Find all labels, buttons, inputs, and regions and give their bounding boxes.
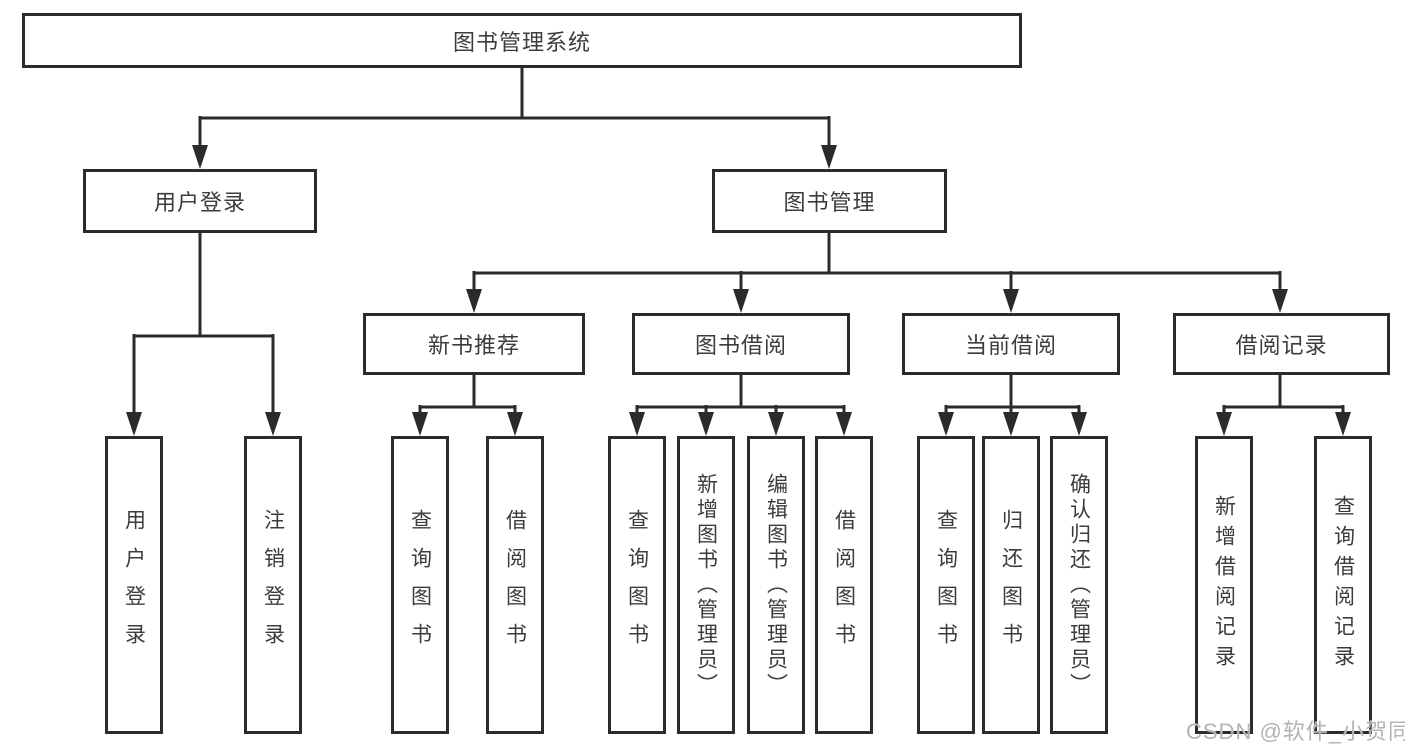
- node-current-borrowing: 当前借阅: [902, 313, 1120, 375]
- node-return-books: 归还图书: [982, 436, 1040, 734]
- node-user-login-leaf: 用户登录: [105, 436, 163, 734]
- node-label: 借阅图书: [832, 509, 856, 661]
- arrowhead-icon: [192, 145, 208, 169]
- node-user-login: 用户登录: [83, 169, 317, 233]
- node-label: 查询图书: [625, 509, 649, 661]
- node-borrowing-records: 借阅记录: [1173, 313, 1390, 375]
- node-label: 查询借阅记录: [1331, 495, 1355, 675]
- arrowhead-icon: [836, 412, 852, 436]
- arrowhead-icon: [698, 412, 714, 436]
- node-label: 注销登录: [261, 509, 285, 661]
- arrowhead-icon: [733, 289, 749, 313]
- node-label: 借阅图书: [503, 509, 527, 661]
- node-label: 图书借阅: [694, 333, 787, 358]
- node-book-borrowing: 图书借阅: [632, 313, 850, 375]
- arrowhead-icon: [821, 145, 837, 169]
- csdn-watermark: CSDN @软件_小贺同学: [1186, 719, 1405, 744]
- arrowhead-icon: [1003, 289, 1019, 313]
- node-label: 编辑图书（管理员）: [764, 472, 788, 698]
- arrowhead-icon: [412, 412, 428, 436]
- node-label: 当前借阅: [964, 333, 1057, 358]
- node-query-books-borrowing: 查询图书: [608, 436, 666, 734]
- node-label: 图书管理系统: [452, 29, 591, 55]
- node-add-books-admin: 新增图书（管理员）: [677, 436, 735, 734]
- node-query-books-recommend: 查询图书: [391, 436, 449, 734]
- node-library-management-system: 图书管理系统: [22, 13, 1022, 68]
- node-label: 查询图书: [408, 509, 432, 661]
- arrowhead-icon: [1003, 412, 1019, 436]
- node-query-books-current: 查询图书: [917, 436, 975, 734]
- arrowhead-icon: [1216, 412, 1232, 436]
- node-label: 新增图书（管理员）: [694, 472, 718, 698]
- arrowhead-icon: [1272, 289, 1288, 313]
- arrowhead-icon: [938, 412, 954, 436]
- node-confirm-return-admin: 确认归还（管理员）: [1050, 436, 1108, 734]
- arrowhead-icon: [466, 289, 482, 313]
- arrowhead-icon: [629, 412, 645, 436]
- node-book-management: 图书管理: [712, 169, 947, 233]
- node-label: 借阅记录: [1235, 333, 1328, 358]
- node-label: 用户登录: [153, 190, 246, 215]
- node-label: 新书推荐: [427, 333, 520, 358]
- node-label: 归还图书: [999, 509, 1023, 661]
- node-label: 图书管理: [783, 190, 876, 215]
- node-label: 用户登录: [122, 509, 146, 661]
- arrowhead-icon: [768, 412, 784, 436]
- node-borrow-books-recommend: 借阅图书: [486, 436, 544, 734]
- node-add-borrow-record: 新增借阅记录: [1195, 436, 1253, 734]
- node-label: 查询图书: [934, 509, 958, 661]
- node-borrow-books-borrowing: 借阅图书: [815, 436, 873, 734]
- node-new-book-recommend: 新书推荐: [363, 313, 585, 375]
- node-label: 确认归还（管理员）: [1067, 472, 1091, 698]
- arrowhead-icon: [1071, 412, 1087, 436]
- arrowhead-icon: [265, 412, 281, 436]
- node-label: 新增借阅记录: [1212, 495, 1236, 675]
- node-logout: 注销登录: [244, 436, 302, 734]
- arrowhead-icon: [126, 412, 142, 436]
- arrowhead-icon: [507, 412, 523, 436]
- node-query-borrow-record: 查询借阅记录: [1314, 436, 1372, 734]
- arrowhead-icon: [1335, 412, 1351, 436]
- node-edit-books-admin: 编辑图书（管理员）: [747, 436, 805, 734]
